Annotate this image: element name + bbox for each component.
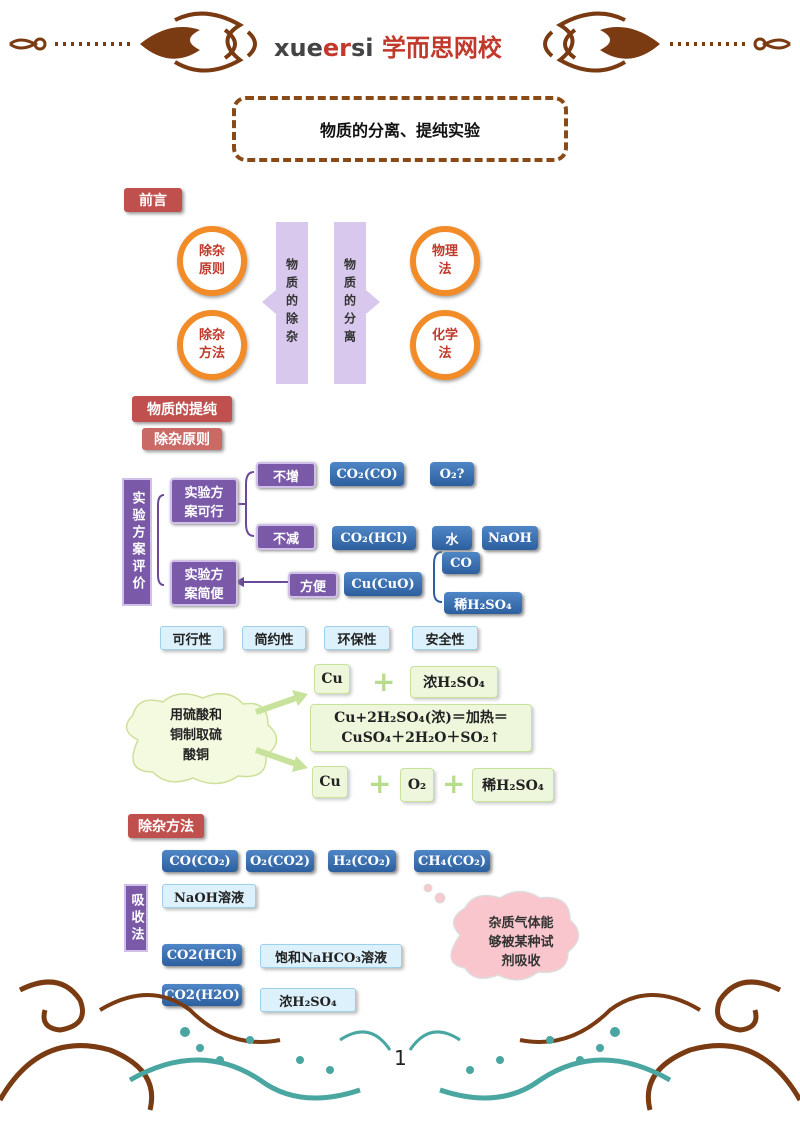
plus-icon: +: [368, 767, 392, 800]
example-co2-co: CO₂(CO): [330, 462, 404, 486]
gas-co2-hcl: CO2(HCl): [162, 944, 242, 966]
no-decrease-node: 不减: [256, 524, 316, 550]
no-increase-node: 不增: [256, 462, 316, 488]
circle-method: 除杂 方法: [177, 310, 247, 380]
naoh-solution: NaOH溶液: [162, 884, 256, 908]
page-title: 物质的分离、提纯实验: [319, 121, 480, 140]
gas-h2-co2: H₂(CO₂): [328, 850, 396, 872]
gas-o2-co2: O₂(CO2): [246, 850, 314, 872]
absorb-label: 吸收法: [124, 884, 148, 952]
reactant-cu-2: Cu: [312, 766, 348, 798]
example-naoh: NaOH: [482, 526, 538, 550]
simple-node: 实验方 案简便: [170, 560, 238, 606]
pillar-separation: 物质的分离: [334, 222, 366, 384]
circle-principle: 除杂 原则: [177, 226, 247, 296]
reaction-equation: Cu+2H₂SO₄(浓)＝加热＝ CuSO₄＋2H₂O＋SO₂↑: [310, 704, 532, 752]
reactant-dilute-h2so4: 稀H₂SO₄: [472, 768, 554, 802]
page-number: 1: [394, 1046, 407, 1070]
pillar-removal: 物质的除杂: [276, 222, 308, 384]
reactant-conc-h2so4: 浓H₂SO₄: [410, 666, 498, 698]
convenient-node: 方便: [288, 572, 338, 598]
equation-line-2: CuSO₄＋2H₂O＋SO₂↑: [341, 730, 501, 746]
criterion-safety: 安全性: [412, 626, 478, 650]
criterion-environment: 环保性: [324, 626, 390, 650]
header-ornament: [9, 11, 791, 73]
conc-h2so4-absorbent: 浓H₂SO₄: [260, 988, 356, 1012]
title-frame: 物质的分离、提纯实验: [232, 96, 568, 162]
reactant-o2: O₂: [400, 768, 434, 802]
gas-co-co2: CO(CO₂): [162, 850, 238, 872]
example-water: 水: [432, 526, 472, 550]
example-cu-cuo: Cu(CuO): [344, 572, 422, 596]
evaluation-brackets: [157, 471, 443, 603]
purify-label: 物质的提纯: [132, 396, 232, 422]
example-co2-hcl: CO₂(HCl): [332, 526, 416, 550]
gas-ch4-co2: CH₄(CO₂): [414, 850, 490, 872]
feasible-node: 实验方 案可行: [170, 478, 238, 524]
page-header: xueersi 学而思网校: [0, 0, 800, 80]
example-co: CO: [442, 552, 480, 574]
plus-icon: +: [372, 665, 396, 698]
brand-logo: xueersi 学而思网校: [274, 34, 502, 62]
equation-line-1: Cu+2H₂SO₄(浓)＝加热＝: [334, 710, 508, 726]
eval-label: 实验方案评价: [122, 478, 152, 606]
methods-label: 除杂方法: [128, 814, 204, 838]
copper-cloud-shape: [125, 690, 308, 785]
note-cloud-shape: [423, 883, 580, 981]
circle-chemical: 化学 法: [410, 310, 480, 380]
copper-cloud-text: 用硫酸和 铜制取硫 酸铜: [169, 708, 222, 763]
note-cloud-text: 杂质气体能 够被某种试 剂吸收: [488, 915, 554, 969]
nahco3-solution: 饱和NaHCO₃溶液: [260, 944, 402, 968]
example-o2: O₂?: [430, 462, 474, 486]
criterion-feasibility: 可行性: [160, 626, 224, 650]
example-dilute-h2so4: 稀H₂SO₄: [444, 592, 522, 614]
reactant-cu-1: Cu: [314, 664, 350, 694]
preface-label: 前言: [124, 188, 182, 212]
principle-label: 除杂原则: [142, 428, 222, 450]
footer-ornament: [0, 979, 800, 1111]
gas-co2-h2o: CO2(H2O): [162, 984, 242, 1006]
plus-icon: +: [442, 767, 466, 800]
pillar-arrows: [262, 290, 380, 314]
criterion-simplicity: 简约性: [242, 626, 306, 650]
circle-physical: 物理 法: [410, 226, 480, 296]
